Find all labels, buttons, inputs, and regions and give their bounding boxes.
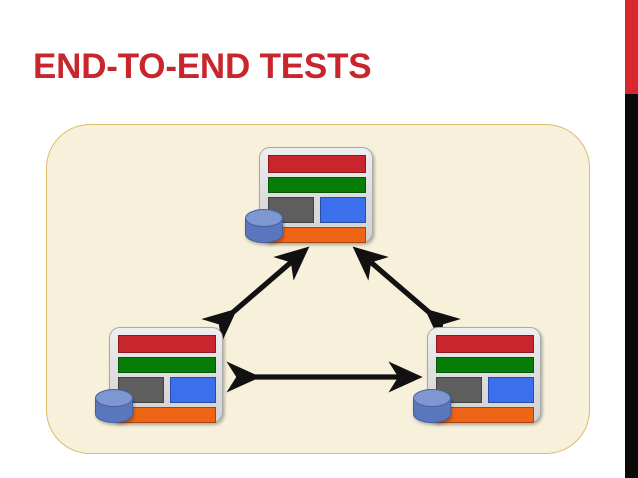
app-header-bar-red (118, 335, 216, 353)
app-header-bar-red (268, 155, 366, 173)
edge-accent-bar-black (625, 94, 638, 478)
system-node-bottom-left[interactable] (95, 327, 223, 431)
bidirectional-arrow-top-to-bottom-right (352, 246, 461, 343)
page-title: END-TO-END TESTS (33, 47, 372, 86)
diagram-panel (46, 124, 590, 454)
database-cylinder-icon (413, 389, 451, 427)
bidirectional-arrow-bottom-left-to-bottom-right (226, 361, 423, 393)
app-nav-bar-green (436, 357, 534, 373)
database-cylinder-icon (95, 389, 133, 427)
application-window-icon (259, 147, 373, 243)
system-node-bottom-right[interactable] (413, 327, 541, 431)
app-content-block-blue (170, 377, 216, 403)
app-nav-bar-green (268, 177, 366, 193)
database-cylinder-icon (245, 209, 283, 247)
application-window-icon (109, 327, 223, 423)
app-content-block-blue (488, 377, 534, 403)
database-top-ellipse (245, 209, 283, 227)
database-top-ellipse (413, 389, 451, 407)
system-node-top[interactable] (245, 147, 373, 251)
database-top-ellipse (95, 389, 133, 407)
app-nav-bar-green (118, 357, 216, 373)
edge-accent-bar-red (625, 0, 638, 94)
app-content-block-blue (320, 197, 366, 223)
app-header-bar-red (436, 335, 534, 353)
bidirectional-arrow-top-to-bottom-left (201, 246, 310, 343)
